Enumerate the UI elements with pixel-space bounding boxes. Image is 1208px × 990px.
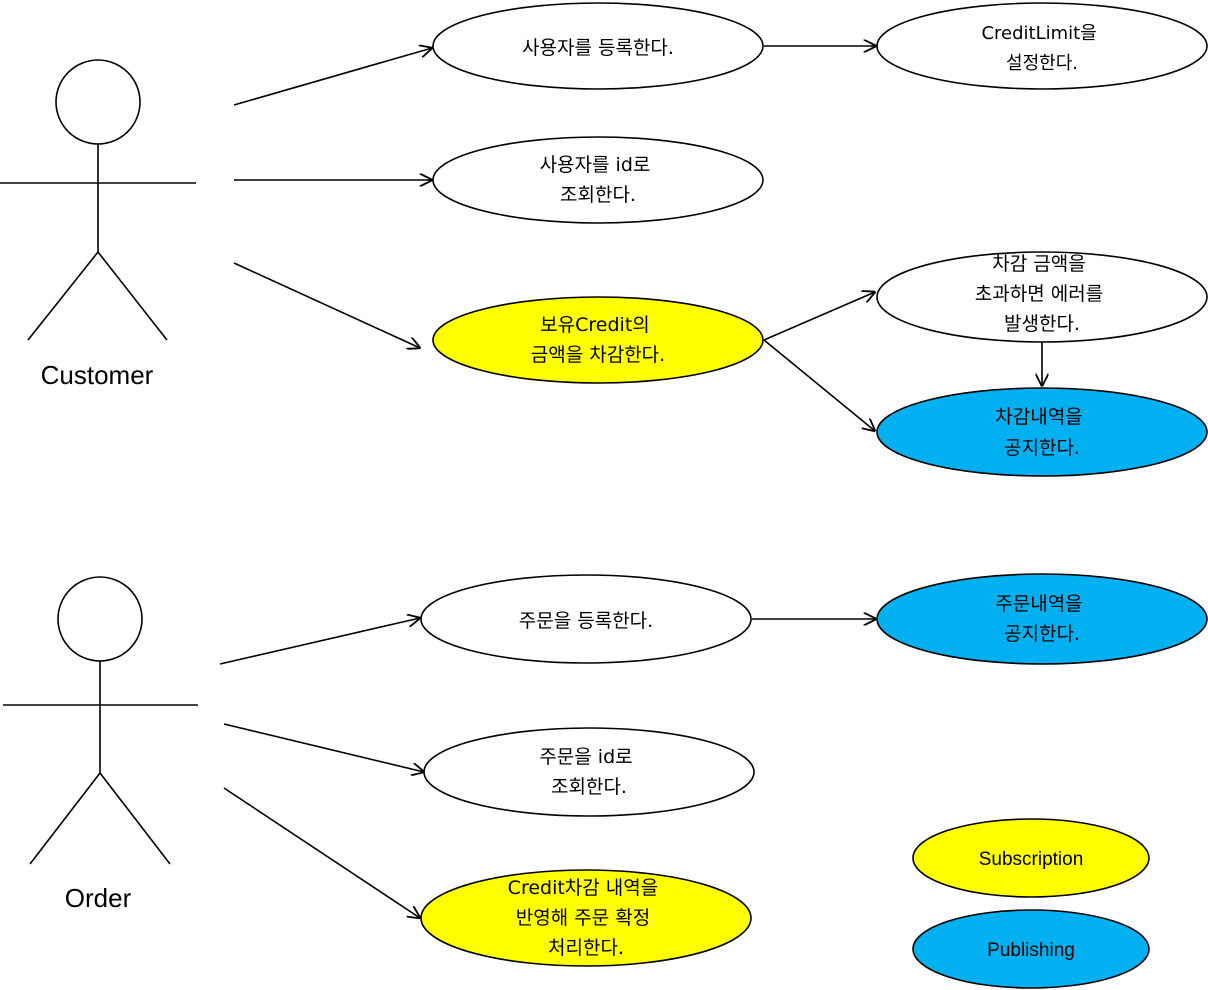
svg-text:보유Credit의 금액을 차감한다.: 보유Credit의 금액을 차감한다. [531, 314, 665, 366]
use-case-confirm-order-line: Credit차감 내역을 [508, 877, 659, 899]
legend-subscription-label: Subscription [979, 849, 1084, 870]
legend-publishing: Publishing [912, 909, 1150, 989]
use-case-set-credit-limit: CreditLimit을 설정한다. [876, 2, 1208, 90]
use-case-set-credit-limit-line: CreditLimit을 [981, 23, 1096, 44]
edges [219, 46, 1042, 918]
use-case-error-on-exceed-line: 발생한다. [1004, 313, 1080, 335]
actor-customer-label: Customer [41, 360, 154, 390]
legend: Subscription Publishing [912, 818, 1150, 989]
use-case-register-user-shape [432, 2, 764, 90]
use-case-publish-order: 주문내역을 공지한다. [876, 573, 1208, 665]
use-case-deduct-credit-line: 보유Credit의 [540, 314, 650, 336]
use-case-register-user-line: 사용자를 등록한다. [522, 37, 674, 59]
use-case-lookup-user-line: 사용자를 id로 [540, 154, 651, 176]
use-case-lookup-order: 주문을 id로 조회한다. [423, 727, 755, 817]
use-case-confirm-order-line: 반영해 주문 확정 [516, 907, 650, 929]
edge-deduct-credit-publish [763, 339, 875, 431]
actor-customer-head [55, 59, 141, 145]
use-case-lookup-order-shape [423, 727, 755, 817]
use-case-deduct-credit-shape [432, 296, 764, 384]
legend-subscription-swatch [912, 818, 1150, 898]
use-case-publish-deduction-line: 공지한다. [1004, 437, 1080, 459]
edge-customer-deduct-credit [233, 262, 420, 348]
use-case-publish-deduction: 차감내역을 공지한다. [876, 387, 1208, 477]
svg-text:사용자를 등록한다.: 사용자를 등록한다. [522, 37, 674, 59]
use-case-publish-order-line: 주문내역을 [995, 593, 1082, 615]
use-case-lookup-order-line: 조회한다. [551, 776, 627, 798]
edge-deduct-credit-error [763, 292, 875, 341]
use-case-error-on-exceed: 차감 금액을 초과하면 에러를 발생한다. [876, 251, 1208, 343]
use-case-publish-deduction-line: 차감내역을 [995, 406, 1082, 428]
svg-text:차감내역을 공지한다.: 차감내역을 공지한다. [995, 406, 1088, 459]
edge-order-register-order [219, 618, 420, 665]
svg-text:사용자를 id로 조회한다.: 사용자를 id로 조회한다. [540, 154, 657, 206]
edge-customer-register-user [233, 48, 432, 106]
svg-text:CreditLimit을 설정한다.: CreditLimit을 설정한다. [981, 23, 1102, 74]
svg-text:주문을 id로 조회한다.: 주문을 id로 조회한다. [539, 746, 638, 798]
use-case-error-on-exceed-line: 초과하면 에러를 [975, 283, 1103, 305]
use-case-deduct-credit: 보유Credit의 금액을 차감한다. [432, 296, 764, 384]
use-case-lookup-order-line: 주문을 id로 [539, 746, 632, 768]
use-case-error-on-exceed-line: 차감 금액을 [992, 253, 1085, 275]
svg-text:차감 금액을 초과하면 에러를 발생: 차감 금액을 초과하면 에러를 발생한다. [975, 253, 1109, 335]
use-case-error-on-exceed-shape [876, 251, 1208, 343]
svg-text:주문내역을 공지한다.: 주문내역을 공지한다. [995, 593, 1088, 645]
actor-order-label: Order [65, 883, 132, 913]
use-case-lookup-user-shape [432, 136, 764, 224]
use-case-register-order-shape [420, 574, 752, 664]
use-case-lookup-user-line: 조회한다. [560, 184, 636, 206]
use-case-publish-deduction-shape [876, 387, 1208, 477]
use-case-confirm-order: Credit차감 내역을 반영해 주문 확정 처리한다. [420, 869, 752, 967]
actor-order: Order [3, 576, 198, 913]
use-case-set-credit-limit-line: 설정한다. [1006, 53, 1078, 74]
use-case-publish-order-shape [876, 573, 1208, 665]
actor-customer: Customer [0, 59, 196, 390]
legend-publishing-swatch [912, 909, 1150, 989]
use-case-confirm-order-shape [420, 869, 752, 967]
svg-text:주문을 등록한다.: 주문을 등록한다. [519, 610, 653, 632]
use-case-confirm-order-line: 처리한다. [548, 937, 624, 959]
use-case-register-order: 주문을 등록한다. [420, 574, 752, 664]
use-case-publish-order-line: 공지한다. [1004, 623, 1080, 645]
svg-text:Credit차감 내역을 반영해 주문 확정: Credit차감 내역을 반영해 주문 확정 처리한다. [508, 877, 665, 959]
edge-order-lookup-order [223, 723, 424, 772]
use-case-register-user: 사용자를 등록한다. [432, 2, 764, 90]
legend-subscription: Subscription [912, 818, 1150, 898]
actor-order-head [57, 576, 143, 662]
use-case-lookup-user: 사용자를 id로 조회한다. [432, 136, 764, 224]
use-case-set-credit-limit-shape [876, 2, 1208, 90]
use-case-register-order-line: 주문을 등록한다. [519, 610, 653, 632]
edge-order-confirm-order [223, 787, 420, 918]
use-case-deduct-credit-line: 금액을 차감한다. [531, 344, 665, 366]
legend-publishing-label: Publishing [987, 940, 1075, 961]
